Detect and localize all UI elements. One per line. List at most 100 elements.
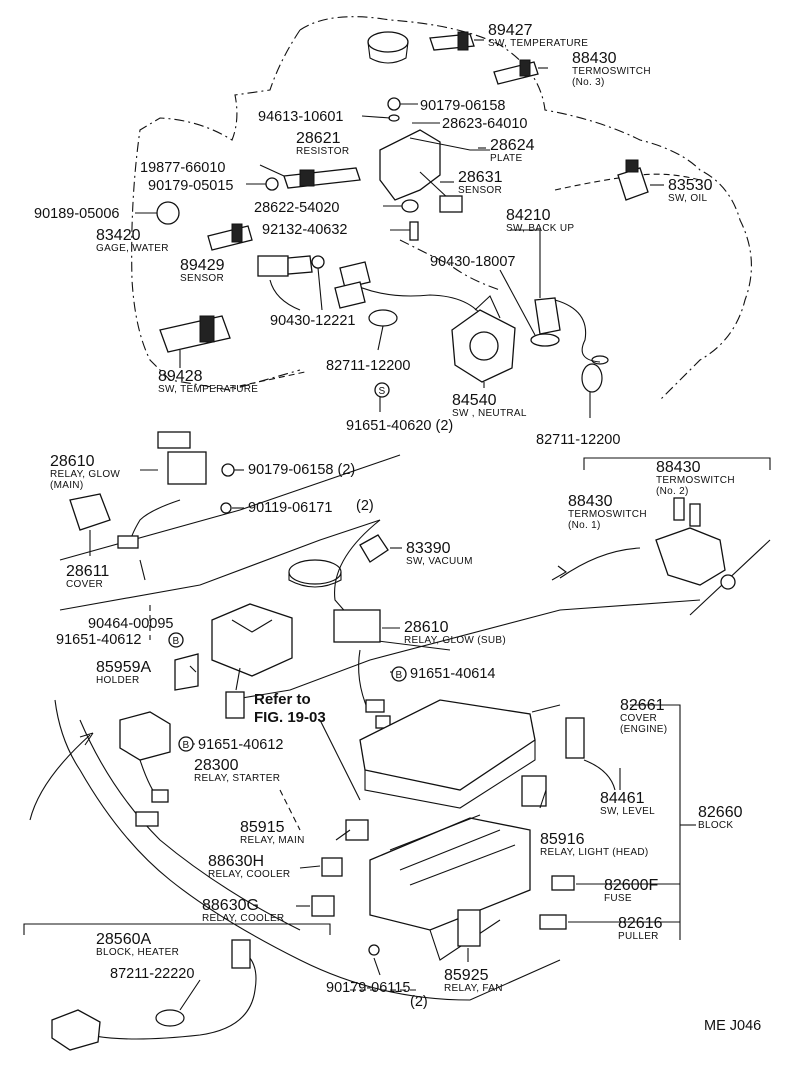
part-number: 90179-06115 [326,980,410,996]
label-19877-66010: 19877-66010 [140,160,225,176]
part-description: RELAY, STARTER [194,773,280,784]
part-description: SW, TEMPERATURE [488,38,588,49]
part-number: 83390 [406,540,451,557]
part-number: 19877-66010 [140,160,225,176]
part-description: RELAY, COOLER [208,869,290,880]
part-description: RELAY, GLOW [50,469,120,480]
part-description: TERMOSWITCH [572,66,651,77]
part-number: 28611 [66,563,109,580]
part-number: 91651-40612 [56,632,141,648]
part-number: 83530 [668,177,713,194]
part-description: RELAY, FAN [444,983,503,994]
label-90430-18007: 90430-18007 [430,254,515,270]
part-number: 89427 [488,22,533,39]
label--2-: (2) [410,994,428,1010]
part-number: 82660 [698,804,743,821]
part-number: 28631 [458,169,503,186]
label-94613-10601: 94613-10601 [258,109,343,125]
part-description: RELAY, GLOW (SUB) [404,635,506,646]
part-number: 88430 [572,50,617,67]
heater-inset [23,923,331,935]
part-description: SW, BACK UP [506,223,574,234]
part-description: SW, LEVEL [600,806,655,817]
part-description: SENSOR [458,185,502,196]
refer-line-1: Refer to [254,691,311,708]
bolt-symbol-1: B [173,636,180,647]
part-number: 94613-10601 [258,109,343,125]
part-number: 92132-40632 [262,222,347,238]
label-90464-00095: 90464-00095 [88,616,173,632]
part-number: 88430 [656,459,701,476]
part-number: 90179-06158 [420,98,505,114]
label-90189-05006: 90189-05006 [34,206,119,222]
label-28622-54020: 28622-54020 [254,200,339,216]
part-description: FUSE [604,893,632,904]
engine-outline [131,16,752,401]
part-description: (ENGINE) [620,724,667,735]
part-number: 84540 [452,392,497,409]
part-number: 91651-40614 [410,666,495,682]
part-number: 82600F [604,877,658,894]
part-description: RELAY, COOLER [202,913,284,924]
part-number: 88630H [208,853,264,870]
part-number: 84461 [600,790,645,807]
part-number: 90119-06171 [248,500,332,516]
part-number: (2) [356,498,374,514]
part-number: 90179-05015 [148,178,233,194]
part-number: 84210 [506,207,551,224]
part-number: 85916 [540,831,585,848]
label-28623-64010: 28623-64010 [442,116,527,132]
part-number: 89428 [158,368,203,385]
part-description: SW , NEUTRAL [452,408,527,419]
part-number: 28300 [194,757,239,774]
label-91651-40620-2-: 91651-40620 (2) [346,418,453,434]
part-description: TERMOSWITCH [656,475,735,486]
part-description: (MAIN) [50,480,83,491]
label-82711-12200: 82711-12200 [326,358,410,374]
part-description: RELAY, MAIN [240,835,305,846]
part-description: TERMOSWITCH [568,509,647,520]
part-number: 28624 [490,137,535,154]
bolt-symbol-2: B [396,670,403,681]
part-number: 90179-06158 (2) [248,462,355,478]
part-number: 87211-22220 [110,966,194,982]
label--2-: (2) [356,498,374,514]
label-91651-40614: 91651-40614 [410,666,495,682]
part-number: 91651-40620 (2) [346,418,453,434]
part-description: PLATE [490,153,522,164]
body-panel [29,454,771,1001]
screw-symbol: S [379,386,386,397]
part-number: 85959A [96,659,151,676]
part-description: PULLER [618,931,659,942]
part-number: 28610 [404,619,449,636]
part-number: 82711-12200 [536,432,620,448]
part-number: 90189-05006 [34,206,119,222]
part-number: 82711-12200 [326,358,410,374]
bolt-symbol-3: B [183,740,190,751]
part-description: BLOCK, HEATER [96,947,179,958]
page-id: ME J046 [704,1018,761,1034]
refer-line-2: FIG. 19-03 [254,709,326,726]
part-number: 85925 [444,967,489,984]
